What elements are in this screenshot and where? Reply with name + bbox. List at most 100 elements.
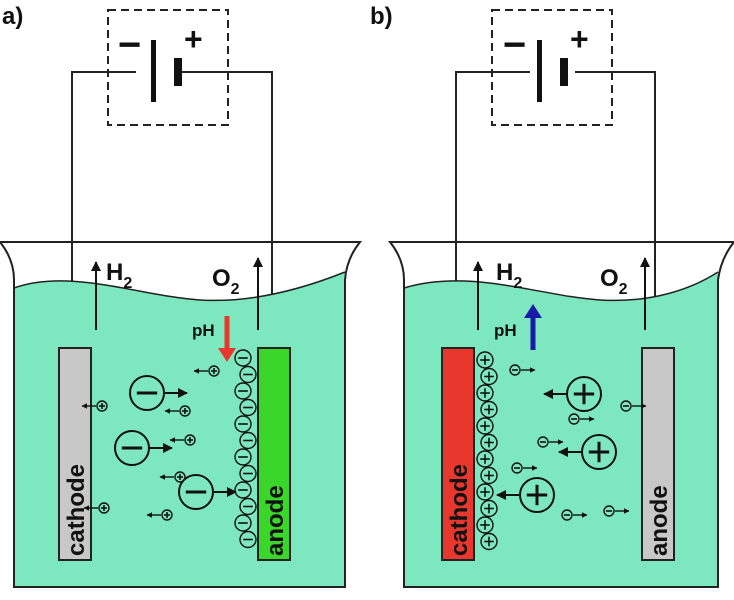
- panel-a-anode-label: anode: [262, 485, 289, 556]
- adsorbed-cation: [476, 351, 494, 369]
- cation: [581, 434, 617, 470]
- panel-b-ph-arrowhead: [524, 304, 542, 318]
- ion-circle: [96, 400, 108, 412]
- ion-circle: [239, 431, 257, 450]
- small-cation: [179, 405, 191, 417]
- ion-circle: [114, 430, 150, 466]
- ion-circle: [476, 417, 494, 435]
- panel-a: a) − + H2 O2 pH cathode anode: [0, 3, 363, 588]
- ion-circle: [234, 382, 252, 400]
- adsorbed-cation: [476, 384, 494, 402]
- adsorbed-anion: [234, 382, 252, 400]
- ion-circle: [509, 364, 521, 376]
- ion-circle: [239, 530, 257, 549]
- panel-a-adsorbed-ions: [234, 349, 257, 549]
- adsorbed-cation: [480, 400, 498, 419]
- h2-base: H: [496, 259, 513, 286]
- battery-long-plate: [151, 40, 156, 102]
- small-cation: [184, 434, 196, 446]
- panel-a-h2-label: H2: [106, 259, 132, 292]
- adsorbed-cation: [480, 466, 498, 485]
- panel-a-anode: [257, 347, 291, 561]
- ion-circle: [239, 497, 257, 516]
- ion-circle: [568, 413, 580, 425]
- adsorbed-anion: [234, 349, 252, 367]
- panel-b-wire-left: [455, 71, 530, 350]
- small-cation: [208, 365, 220, 377]
- adsorbed-cation: [476, 516, 494, 534]
- o2-sub: 2: [619, 281, 628, 298]
- battery-short-plate: [560, 58, 568, 86]
- ion-circle: [566, 376, 602, 412]
- h2-base: H: [106, 259, 123, 286]
- ion-circle: [476, 483, 494, 501]
- battery-long-plate: [537, 40, 542, 102]
- panel-a-ph-arrowhead: [218, 348, 236, 362]
- panel-a-mobile-ions: [81, 365, 237, 521]
- panel-b-anode-label: anode: [646, 485, 673, 556]
- ion-circle: [476, 351, 494, 369]
- ion-circle: [239, 464, 257, 483]
- panel-b-cathode-label: cathode: [446, 464, 473, 556]
- panel-a-label: a): [2, 3, 23, 30]
- ion-circle: [129, 375, 165, 411]
- small-cation: [161, 509, 173, 521]
- ion-circle: [511, 462, 523, 474]
- ion-circle: [561, 509, 573, 521]
- adsorbed-cation: [476, 450, 494, 468]
- anion: [178, 474, 214, 510]
- ion-circle: [98, 502, 110, 514]
- adsorbed-cation: [480, 367, 498, 386]
- anion: [114, 430, 150, 466]
- adsorbed-anion: [239, 497, 257, 516]
- small-anion: [561, 509, 573, 521]
- battery-box: [107, 9, 229, 126]
- ion-circle: [603, 505, 615, 517]
- panel-b-cathode: [441, 347, 475, 561]
- panel-b-water-surface: [403, 271, 719, 302]
- panel-a-wire-right: [180, 71, 273, 322]
- panel-a-ph-label: pH: [192, 321, 215, 340]
- ion-circle: [480, 433, 498, 452]
- adsorbed-cation: [476, 483, 494, 501]
- ion-circle: [179, 405, 191, 417]
- o2-sub: 2: [231, 281, 240, 298]
- ion-circle: [620, 400, 632, 412]
- ion-circle: [234, 514, 252, 532]
- adsorbed-cation: [480, 433, 498, 452]
- ion-circle: [480, 466, 498, 485]
- small-anion: [537, 436, 549, 448]
- ion-circle: [161, 509, 173, 521]
- ion-circle: [476, 516, 494, 534]
- adsorbed-cation: [480, 499, 498, 518]
- ion-circle: [480, 400, 498, 419]
- panel-b-h2-label: H2: [496, 259, 522, 292]
- battery-plus-sign: +: [184, 21, 203, 57]
- panel-b-ph-label: pH: [494, 321, 517, 340]
- adsorbed-anion: [239, 431, 257, 450]
- ion-circle: [174, 471, 186, 483]
- o2-base: O: [212, 265, 231, 292]
- battery-minus-sign: −: [503, 23, 526, 67]
- cation: [519, 477, 555, 513]
- ion-circle: [184, 434, 196, 446]
- panel-b-wire-right: [575, 71, 656, 350]
- panel-a-o2-label: O2: [212, 265, 240, 298]
- panel-b-anode: [641, 347, 675, 561]
- adsorbed-anion: [239, 398, 257, 417]
- panel-a-beaker: [0, 241, 363, 588]
- panel-a-cathode: [58, 347, 92, 561]
- ion-circle: [480, 499, 498, 518]
- small-anion: [568, 413, 580, 425]
- panel-a-water-surface: [13, 271, 346, 302]
- h2-sub: 2: [513, 275, 522, 292]
- small-anion: [620, 400, 632, 412]
- panel-b-label: b): [370, 3, 393, 30]
- ion-circle: [239, 365, 257, 384]
- ion-circle: [234, 349, 252, 367]
- adsorbed-anion: [239, 365, 257, 384]
- panel-a-cathode-label: cathode: [63, 464, 90, 556]
- small-anion: [603, 505, 615, 517]
- ion-circle: [519, 477, 555, 513]
